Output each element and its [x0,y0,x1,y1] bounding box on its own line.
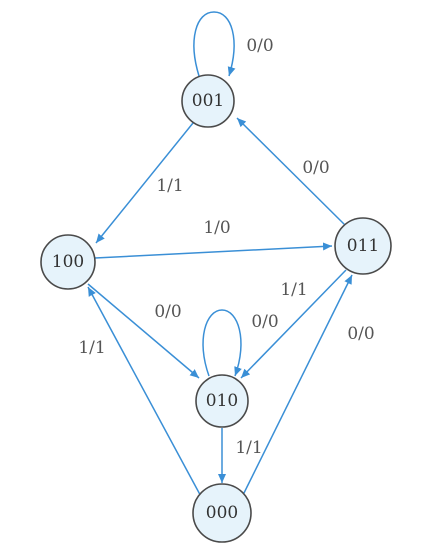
edge-label-011-to-001: 0/0 [302,158,329,178]
state-node-000: 000 [192,483,252,543]
edge-100-to-011 [94,242,333,259]
state-node-011: 011 [334,217,392,275]
edge-000-to-100 [87,286,205,503]
state-label-011: 011 [347,236,379,256]
state-node-010: 010 [195,374,249,428]
edge-label-010-to-000: 1/1 [235,438,262,458]
edge-001-self [193,11,236,77]
state-label-000: 000 [206,503,238,523]
edge-010-self [202,309,242,377]
state-node-001: 001 [181,74,235,128]
edge-011-to-001 [236,117,347,227]
edge-label-001-to-100: 1/1 [156,176,183,196]
edge-100-to-010 [87,283,200,379]
edge-011-to-010 [240,269,347,379]
edge-001-to-100 [95,122,194,244]
state-node-100: 100 [40,234,96,290]
edge-label-000-to-100: 1/1 [78,338,105,358]
edge-label-011-to-010: 1/1 [280,280,307,300]
edge-label-001-self: 0/0 [246,36,273,56]
edge-000-to-011 [241,274,353,498]
state-label-001: 001 [192,91,224,111]
state-label-100: 100 [52,252,84,272]
edge-label-000-to-011: 0/0 [347,324,374,344]
edge-label-100-to-011: 1/0 [203,218,230,238]
edge-label-010-self: 0/0 [251,312,278,332]
edge-label-100-to-010: 0/0 [154,302,181,322]
state-label-010: 010 [206,391,238,411]
